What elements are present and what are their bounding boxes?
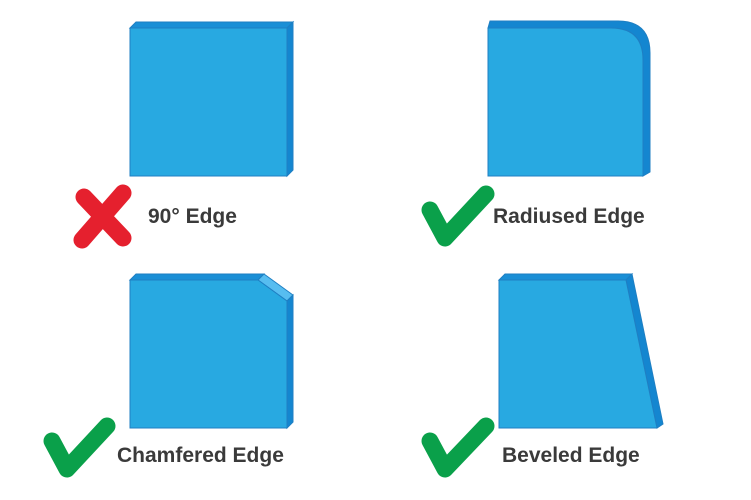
- beveled-check-stroke: [421, 417, 495, 478]
- beveled-block: [497, 272, 664, 429]
- radiused-check-stroke: [421, 185, 495, 247]
- panel-ninety-degree-edge: 90° Edge: [73, 20, 295, 249]
- chamfered-block-top: [128, 273, 266, 281]
- check-icon: [421, 417, 495, 478]
- cross-icon: [73, 184, 132, 249]
- beveled-edge-label: Beveled Edge: [502, 444, 640, 467]
- ninety-degree-block-front: [129, 27, 288, 177]
- ninety-degree-block: [128, 20, 295, 178]
- chamfered-check-stroke: [43, 417, 116, 478]
- chamfered-block: [128, 273, 294, 430]
- ninety-degree-block-top: [128, 21, 295, 29]
- radiused-edge-label: Radiused Edge: [493, 205, 645, 228]
- chamfered-block-front: [129, 279, 288, 429]
- beveled-block-top: [497, 273, 634, 281]
- cross-stroke-b: [73, 184, 132, 249]
- ninety-degree-edge-label: 90° Edge: [148, 205, 237, 228]
- check-icon: [43, 417, 116, 478]
- radiused-block-front: [487, 27, 644, 177]
- radiused-block: [487, 20, 651, 177]
- ninety-degree-block-side: [286, 20, 294, 178]
- panel-beveled-edge: Beveled Edge: [421, 272, 664, 478]
- chamfered-edge-label: Chamfered Edge: [117, 444, 284, 467]
- panel-chamfered-edge: Chamfered Edge: [43, 273, 294, 478]
- chamfered-block-side: [286, 293, 294, 430]
- panel-radiused-edge: Radiused Edge: [421, 20, 651, 247]
- check-icon: [421, 185, 495, 247]
- beveled-block-front: [498, 279, 658, 429]
